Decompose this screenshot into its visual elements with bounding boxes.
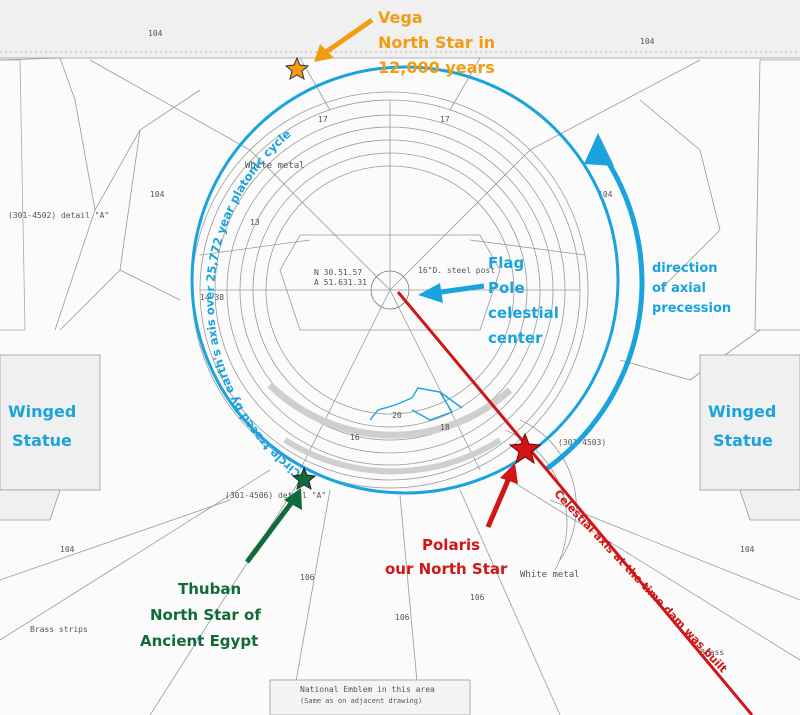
thuban-line-2: North Star of: [150, 606, 261, 624]
vega-name: Vega: [378, 8, 423, 27]
dimension-13: 13: [250, 218, 260, 227]
dimension-20: 20: [392, 411, 402, 420]
winged-right-line-1: Winged: [708, 402, 776, 421]
vega-star-icon: [284, 56, 310, 81]
winged-statue-left-label: Winged Statue: [8, 402, 76, 450]
coords-note-1: N 30.51.57: [314, 268, 362, 277]
flag-line-2: Pole: [488, 279, 525, 297]
polaris-line-2: our North Star: [385, 560, 508, 578]
precession-direction-arrow: [543, 133, 645, 473]
flag-line-1: Flag: [488, 254, 524, 272]
dimension-16: 16: [350, 433, 360, 442]
coords-note-2: A 51.631.31: [314, 278, 367, 287]
steel-post-note: 16"D. steel post: [418, 266, 495, 275]
winged-statue-right-label: Winged Statue: [708, 402, 776, 450]
white-metal-note: White metal: [245, 161, 305, 171]
thuban-line-1: Thuban: [178, 580, 241, 598]
dimension-104-e: 104: [60, 545, 75, 554]
vega-label: Vega North Star in 12,000 years: [378, 8, 495, 77]
little-dipper-constellation: [369, 387, 463, 421]
dimension-104-a: 104: [148, 29, 163, 38]
dimension-106-c: 106: [470, 593, 485, 602]
emblem-source-note: (Same as on adjacent drawing): [300, 697, 422, 705]
polaris-label: Polaris our North Star: [385, 536, 508, 578]
celestial-axis-caption: Celestial axis at the time dam was built: [551, 487, 729, 675]
precession-line-3: precession: [652, 301, 731, 316]
dimension-104-d: 104: [598, 190, 613, 199]
vega-line-2: 12,000 years: [378, 58, 495, 77]
thuban-star-icon: [291, 466, 317, 491]
flag-pole-label: Flag Pole celestial center: [488, 254, 559, 347]
drafting-annotations: White metal White metal (301-4502) detai…: [8, 29, 755, 705]
detail-a-note-bottom: (301-4506) detail "A": [225, 491, 326, 500]
polaris-star-icon: [508, 432, 542, 465]
thuban-line-3: Ancient Egypt: [140, 632, 258, 650]
flag-pole-arrow: [418, 283, 485, 303]
national-emblem-note: National Emblem in this area: [300, 685, 435, 694]
brass-note: Brass: [700, 648, 724, 657]
vega-line-1: North Star in: [378, 33, 495, 52]
vega-marker: [284, 17, 374, 81]
thuban-marker: [245, 466, 317, 564]
detail-a-note: (301-4502) detail "A": [8, 211, 109, 220]
dimension-17-a: 17: [318, 115, 328, 124]
celestial-axis-line: [396, 291, 754, 715]
precession-line-2: of axial: [652, 281, 706, 296]
dimension-14-38: 14-38: [200, 293, 224, 302]
brass-strips-note: Brass strips: [30, 625, 88, 634]
polaris-marker: [485, 432, 542, 528]
dimension-104-f: 104: [740, 545, 755, 554]
flag-line-3: celestial: [488, 304, 559, 322]
precession-label: direction of axial precession: [652, 261, 731, 316]
detail-right-note: (301-4503): [558, 438, 606, 447]
polaris-line-1: Polaris: [422, 536, 480, 554]
dimension-106-a: 106: [300, 573, 315, 582]
hatched-ring: [267, 382, 513, 475]
flag-line-4: center: [488, 329, 543, 347]
white-metal-note-right: White metal: [520, 570, 580, 580]
dimension-104-b: 104: [640, 37, 655, 46]
precession-line-1: direction: [652, 261, 718, 276]
thuban-label: Thuban North Star of Ancient Egypt: [140, 580, 261, 650]
dimension-17-b: 17: [440, 115, 450, 124]
dimension-18: 18: [440, 423, 450, 432]
precession-circle: [190, 65, 620, 495]
winged-left-line-1: Winged: [8, 402, 76, 421]
winged-left-line-2: Statue: [12, 431, 72, 450]
dimension-106-b: 106: [395, 613, 410, 622]
winged-right-line-2: Statue: [713, 431, 773, 450]
dimension-104-c: 104: [150, 190, 165, 199]
